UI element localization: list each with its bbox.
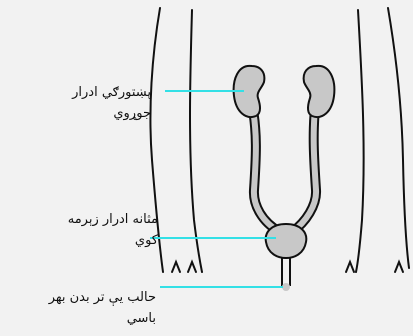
- left-inner-leg-line: [190, 10, 202, 272]
- right-outer-body-line: [388, 8, 409, 268]
- right-foot-mark: [346, 262, 354, 272]
- right-ureter-fill: [292, 100, 316, 232]
- kidneys: [234, 66, 335, 117]
- bladder-label: مثانه ادرار زېرمه کوي: [68, 209, 158, 251]
- left-foot-mark: [172, 262, 180, 272]
- urethra-opening: [282, 283, 290, 291]
- kidneys-label-line-1: پښتورګي ادرار: [72, 82, 151, 103]
- bladder: [266, 224, 307, 258]
- kidneys-label-line-2: جوړوي: [72, 103, 151, 124]
- left-foot-mark-2: [188, 262, 196, 272]
- bladder-label-line-1: مثانه ادرار زېرمه: [68, 209, 158, 230]
- urethra-label-line-1: حالب يې تر بدن بهر: [49, 287, 156, 308]
- right-inner-leg-line: [356, 10, 364, 272]
- urethra: [282, 258, 290, 291]
- urethra-label-line-2: باسي: [49, 308, 156, 329]
- pointer-lines: [150, 91, 283, 287]
- ureters: [251, 100, 316, 232]
- bladder-label-line-2: کوي: [68, 230, 158, 251]
- right-kidney: [304, 66, 335, 117]
- urethra-label: حالب يې تر بدن بهر باسي: [49, 287, 156, 329]
- right-foot-mark-2: [395, 262, 403, 272]
- kidneys-label: پښتورګي ادرار جوړوي: [72, 82, 151, 124]
